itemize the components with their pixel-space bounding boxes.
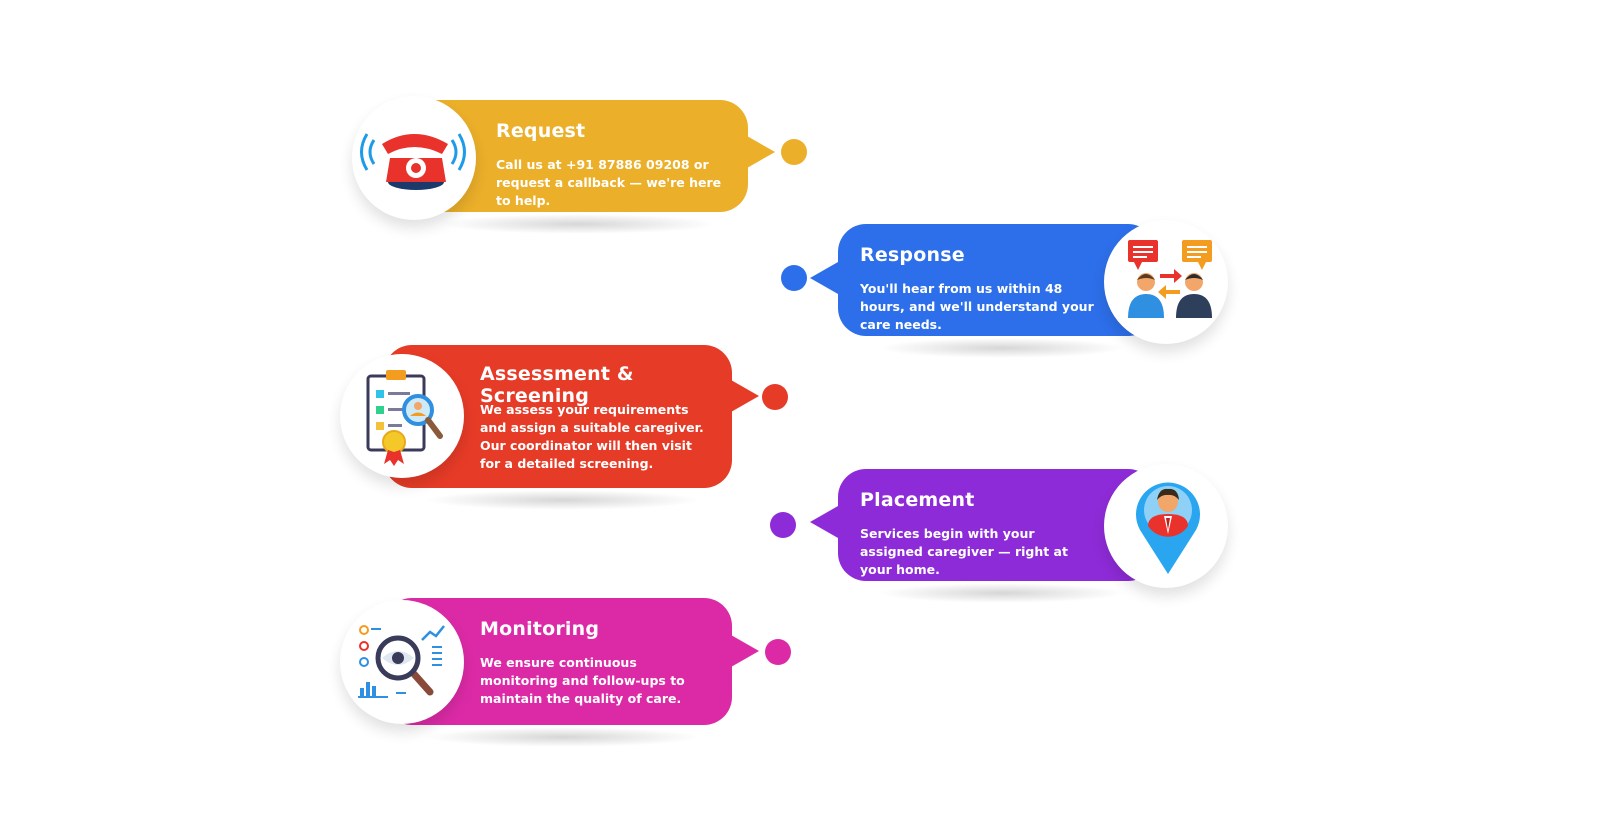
step-description: Call us at +91 87886 09208 or request a … (496, 157, 722, 208)
step-title: Placement (860, 489, 975, 511)
clipboard-icon (340, 354, 464, 478)
conversation-icon (1104, 220, 1228, 344)
card-pointer (747, 136, 775, 168)
location-pin-icon (1104, 464, 1228, 588)
step-card-response: Response You'll hear from us within 48 h… (838, 224, 1156, 358)
timeline-dot (770, 512, 796, 538)
step-title: Assessment & Screening (480, 363, 634, 407)
telephone-icon (352, 96, 476, 220)
step-card-placement: Placement Services begin with your assig… (838, 469, 1156, 603)
step-description: Services begin with your assigned caregi… (860, 526, 1068, 577)
step-title: Response (860, 244, 965, 266)
card-pointer (810, 506, 838, 538)
card-pointer (810, 262, 838, 294)
step-description: You'll hear from us within 48 hours, and… (860, 281, 1094, 332)
step-description: We assess your requirements and assign a… (480, 402, 704, 471)
timeline-dot (765, 639, 791, 665)
timeline-dot (781, 139, 807, 165)
step-title: Request (496, 120, 586, 142)
timeline-dot (781, 265, 807, 291)
card-pointer (731, 380, 759, 412)
card-pointer (731, 635, 759, 667)
step-description: We ensure continuous monitoring and foll… (480, 655, 685, 706)
timeline-dot (762, 384, 788, 410)
step-title: Monitoring (480, 618, 600, 640)
monitoring-icon (340, 600, 464, 724)
